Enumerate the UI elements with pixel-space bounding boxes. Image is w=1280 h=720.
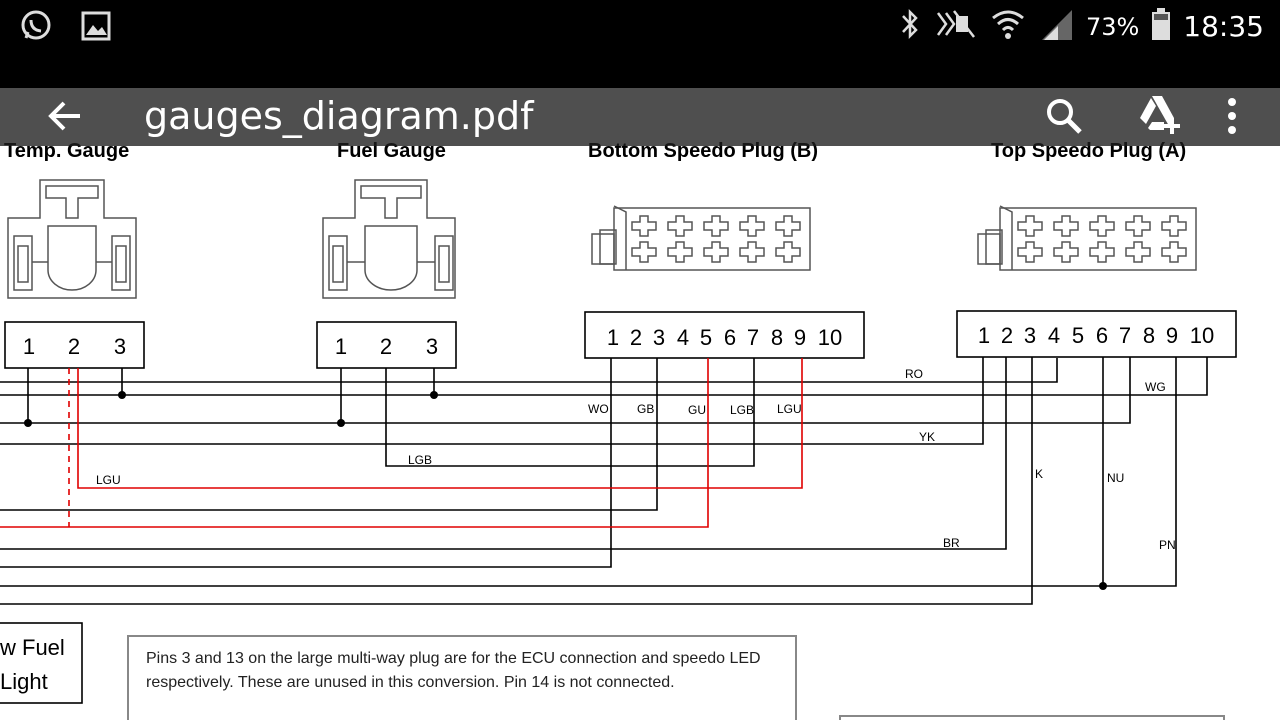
mute-icon <box>934 7 978 46</box>
wire-label-pn: PN <box>1159 538 1176 552</box>
bottom-plug-pin-box <box>584 311 865 359</box>
app-bar: gauges_diagram.pdf <box>0 88 1280 146</box>
top-pin-8: 8 <box>1143 323 1155 348</box>
black-wires <box>0 357 1208 605</box>
top-pin-1: 1 <box>978 323 990 348</box>
wire-label-lgb-1: LGB <box>730 403 754 417</box>
temp-pin-1: 1 <box>23 334 35 359</box>
temp-gauge-connector-drawing <box>7 179 137 299</box>
temp-pin-2: 2 <box>68 334 80 359</box>
document-title: gauges_diagram.pdf <box>144 94 534 138</box>
junction-dots <box>24 391 1107 590</box>
gallery-icon <box>80 10 112 47</box>
bottom-pin-4: 4 <box>677 325 689 350</box>
wire-label-gb: GB <box>637 402 654 416</box>
temp-gauge-pin-box <box>4 321 145 369</box>
add-to-drive-icon[interactable] <box>1134 92 1182 140</box>
signal-icon <box>1038 6 1074 47</box>
wire-label-nu: NU <box>1107 471 1124 485</box>
low-fuel-light-line1: w Fuel <box>0 635 65 660</box>
red-wires <box>0 358 803 528</box>
fuel-pin-1: 1 <box>335 334 347 359</box>
back-arrow-icon[interactable] <box>42 92 90 140</box>
bluetooth-icon <box>898 7 922 46</box>
top-plug-pin-box <box>956 310 1237 358</box>
wire-label-ro: RO <box>905 367 923 381</box>
wire-label-lgu-2: LGU <box>96 473 121 487</box>
wire-label-yk: YK <box>919 430 935 444</box>
search-icon[interactable] <box>1040 92 1088 140</box>
whatsapp-icon <box>18 8 54 49</box>
low-fuel-light-line2: Light <box>0 669 48 694</box>
top-pin-6: 6 <box>1096 323 1108 348</box>
top-pin-4: 4 <box>1048 323 1060 348</box>
note-line-1: Pins 3 and 13 on the large multi-way plu… <box>146 650 761 667</box>
bottom-pin-6: 6 <box>724 325 736 350</box>
bottom-pin-1: 1 <box>607 325 619 350</box>
top-speedo-plug-drawing <box>977 205 1197 271</box>
top-pin-3: 3 <box>1024 323 1036 348</box>
bottom-pin-7: 7 <box>747 325 759 350</box>
bottom-right-box <box>839 715 1225 720</box>
temp-pin-3: 3 <box>114 334 126 359</box>
bottom-pin-2: 2 <box>630 325 642 350</box>
wire-label-k: K <box>1035 467 1043 481</box>
wifi-icon <box>990 6 1026 47</box>
wire-label-lgu-1: LGU <box>777 402 802 416</box>
top-pin-5: 5 <box>1072 323 1084 348</box>
bottom-pin-8: 8 <box>771 325 783 350</box>
wire-label-gu: GU <box>688 403 706 417</box>
low-fuel-light-box <box>0 622 83 704</box>
bottom-pin-5: 5 <box>700 325 712 350</box>
battery-percent: 73% <box>1085 12 1140 41</box>
wire-label-br: BR <box>943 536 960 550</box>
fuel-pin-3: 3 <box>426 334 438 359</box>
bottom-pin-10: 10 <box>818 325 842 350</box>
bottom-pin-3: 3 <box>653 325 665 350</box>
more-vert-icon[interactable] <box>1208 92 1256 140</box>
note-line-2: respectively. These are unused in this c… <box>146 674 675 691</box>
fuel-gauge-connector-drawing <box>322 179 456 299</box>
wire-label-wo: WO <box>588 402 609 416</box>
top-pin-2: 2 <box>1001 323 1013 348</box>
top-pin-10: 10 <box>1190 323 1214 348</box>
bottom-speedo-plug-drawing <box>591 205 811 271</box>
battery-icon <box>1151 7 1171 46</box>
fuel-pin-2: 2 <box>380 334 392 359</box>
clock: 18:35 <box>1183 10 1264 43</box>
bottom-pin-9: 9 <box>794 325 806 350</box>
top-pin-9: 9 <box>1166 323 1178 348</box>
wire-label-lgb-2: LGB <box>408 453 432 467</box>
status-bar: 73% 18:35 <box>0 0 1280 88</box>
top-pin-7: 7 <box>1119 323 1131 348</box>
note-box <box>127 635 797 720</box>
wire-label-wg: WG <box>1145 380 1166 394</box>
